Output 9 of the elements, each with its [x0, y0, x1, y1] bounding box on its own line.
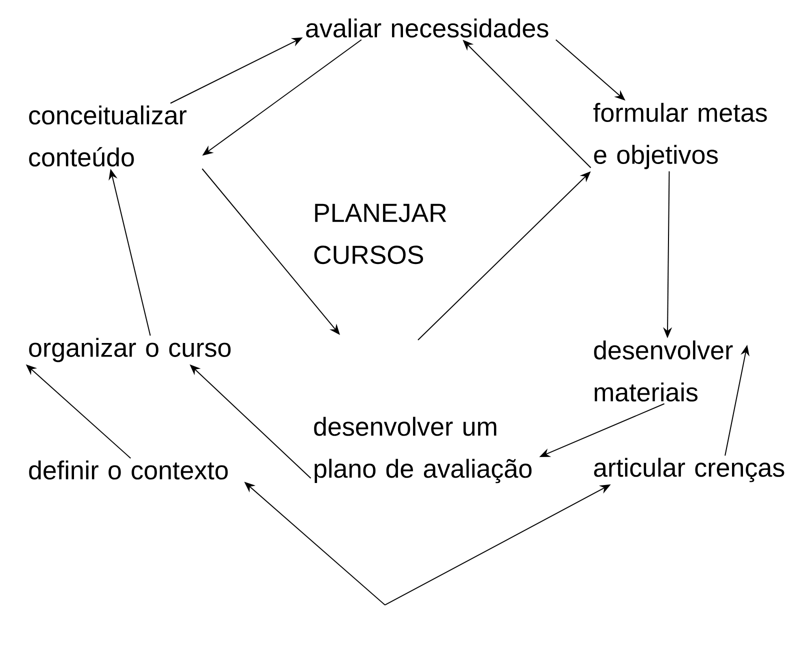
step-label: definir o contexto — [29, 460, 228, 480]
step-label: PLANEJAR CURSOS — [314, 204, 446, 264]
step-label: avaliar necessidades — [306, 18, 548, 38]
step-label: desenvolver materiais — [594, 340, 733, 402]
step-label: desenvolver um plano de avaliação — [314, 416, 532, 484]
step-label: articular crenças — [594, 458, 784, 482]
step-label: conceitualizar conteúdo — [29, 105, 187, 167]
step-label: organizar o curso — [29, 338, 231, 362]
step-label: formular metas e objetivos — [593, 102, 767, 170]
